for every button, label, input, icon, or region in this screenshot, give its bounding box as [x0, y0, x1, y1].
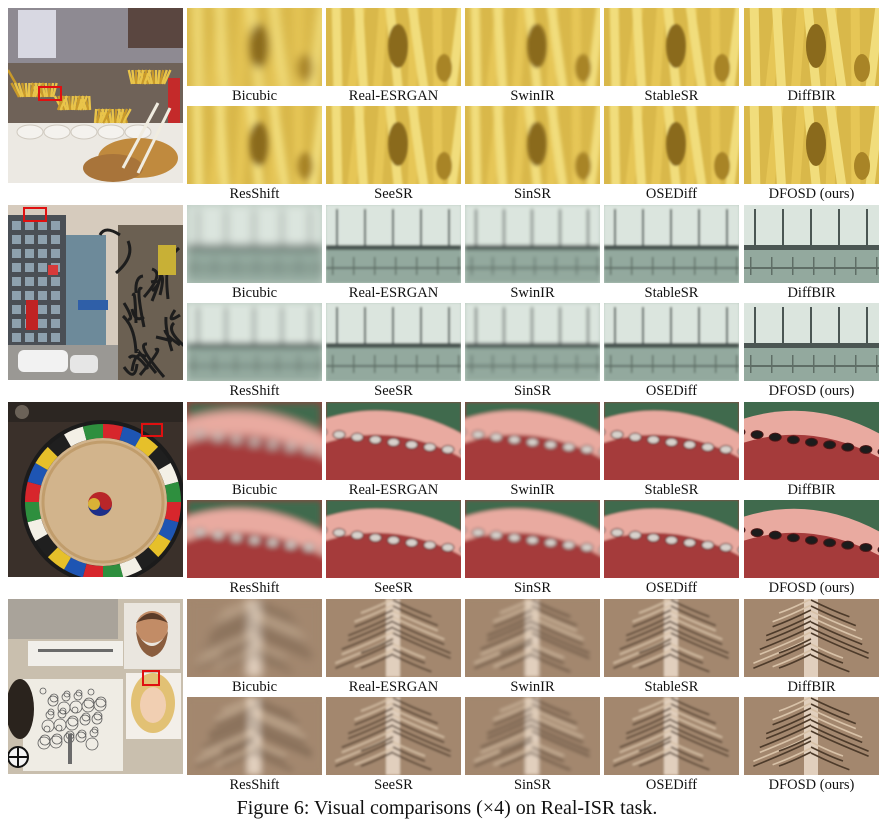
method-label: ResShift: [229, 580, 280, 596]
method-label: SwinIR: [510, 285, 555, 301]
method-label: SinSR: [513, 383, 552, 399]
crop-building-row2-4: [744, 303, 879, 381]
crop-building-row1-1: [326, 205, 461, 283]
crop-building-row1-0: [187, 205, 322, 283]
method-label: DFOSD (ours): [768, 777, 855, 793]
crop-building-row2-3: [604, 303, 739, 381]
method-label: SeeSR: [374, 777, 413, 793]
crop-hair-row1-0: [187, 599, 322, 677]
method-label: DFOSD (ours): [768, 580, 855, 596]
crop-fries-row1-4: [744, 8, 879, 86]
crop-building-row1-3: [604, 205, 739, 283]
method-label: SeeSR: [374, 186, 413, 202]
method-label: DiffBIR: [787, 679, 836, 695]
crop-drum-row1-0: [187, 402, 322, 480]
crop-fries-row1-0: [187, 8, 322, 86]
crop-building-row1-4: [744, 205, 879, 283]
crop-drum-row2-2: [465, 500, 600, 578]
crop-hair-row2-2: [465, 697, 600, 775]
method-label: SeeSR: [374, 383, 413, 399]
crop-drum-row1-2: [465, 402, 600, 480]
crop-drum-row2-0: [187, 500, 322, 578]
method-label: SwinIR: [510, 679, 555, 695]
crop-fries-row2-1: [326, 106, 461, 184]
method-label: Real-ESRGAN: [348, 679, 439, 695]
method-label: ResShift: [229, 777, 280, 793]
method-label: Bicubic: [231, 679, 278, 695]
method-label: OSEDiff: [645, 777, 698, 793]
method-label: OSEDiff: [645, 580, 698, 596]
crop-fries-row2-0: [187, 106, 322, 184]
method-label: SwinIR: [510, 88, 555, 104]
method-label: Real-ESRGAN: [348, 88, 439, 104]
method-label: DFOSD (ours): [768, 186, 855, 202]
reference-image-drum: [8, 402, 183, 577]
method-label: SinSR: [513, 186, 552, 202]
crop-hair-row2-0: [187, 697, 322, 775]
crop-hair-row2-1: [326, 697, 461, 775]
crop-building-row1-2: [465, 205, 600, 283]
crop-fries-row2-3: [604, 106, 739, 184]
method-label: ResShift: [229, 383, 280, 399]
crop-hair-row1-4: [744, 599, 879, 677]
method-label: Real-ESRGAN: [348, 482, 439, 498]
crop-drum-row1-4: [744, 402, 879, 480]
crop-hair-row1-1: [326, 599, 461, 677]
method-label: Real-ESRGAN: [348, 285, 439, 301]
method-label: OSEDiff: [645, 186, 698, 202]
crop-hair-row2-3: [604, 697, 739, 775]
crop-drum-row2-3: [604, 500, 739, 578]
crop-drum-row2-4: [744, 500, 879, 578]
method-label: Bicubic: [231, 285, 278, 301]
crop-fries-row1-1: [326, 8, 461, 86]
method-label: StableSR: [644, 88, 699, 104]
crop-fries-row1-3: [604, 8, 739, 86]
method-label: DiffBIR: [787, 285, 836, 301]
method-label: DiffBIR: [787, 482, 836, 498]
reference-image-hair: [8, 599, 183, 774]
method-label: StableSR: [644, 679, 699, 695]
method-label: OSEDiff: [645, 383, 698, 399]
figure-caption: Figure 6: Visual comparisons (×4) on Rea…: [236, 797, 658, 819]
crop-fries-row2-2: [465, 106, 600, 184]
method-label: Bicubic: [231, 482, 278, 498]
reference-image-building: [8, 205, 183, 380]
crop-drum-row2-1: [326, 500, 461, 578]
crop-building-row2-1: [326, 303, 461, 381]
method-label: DFOSD (ours): [768, 383, 855, 399]
method-label: SinSR: [513, 580, 552, 596]
method-label: SeeSR: [374, 580, 413, 596]
crop-drum-row1-3: [604, 402, 739, 480]
method-label: Bicubic: [231, 88, 278, 104]
method-label: SwinIR: [510, 482, 555, 498]
crop-hair-row1-3: [604, 599, 739, 677]
method-label: SinSR: [513, 777, 552, 793]
crop-fries-row2-4: [744, 106, 879, 184]
crop-building-row2-0: [187, 303, 322, 381]
crop-hair-row2-4: [744, 697, 879, 775]
crop-fries-row1-2: [465, 8, 600, 86]
reference-image-fries: [8, 8, 183, 183]
crop-hair-row1-2: [465, 599, 600, 677]
crop-building-row2-2: [465, 303, 600, 381]
method-label: StableSR: [644, 285, 699, 301]
method-label: StableSR: [644, 482, 699, 498]
method-label: DiffBIR: [787, 88, 836, 104]
method-label: ResShift: [229, 186, 280, 202]
crop-drum-row1-1: [326, 402, 461, 480]
